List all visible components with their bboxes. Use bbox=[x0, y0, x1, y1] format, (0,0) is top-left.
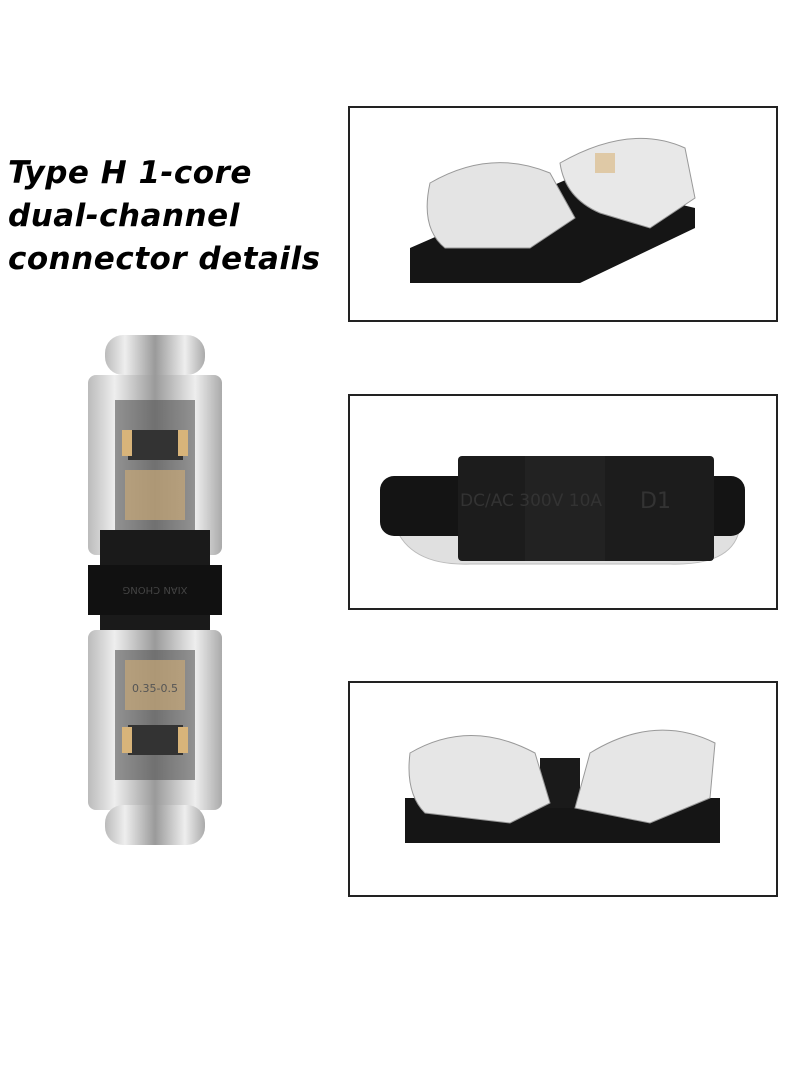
rating-marking: DC/AC 300V 10A bbox=[460, 491, 602, 511]
gauge-marking: 0.35-0.5 bbox=[132, 682, 178, 695]
code-marking: D1 bbox=[640, 489, 671, 514]
closed-side-view-frame: DC/AC 300V 10A D1 bbox=[348, 394, 778, 610]
connector-top-view-image: XIAN CHONG 0.35-0.5 bbox=[80, 330, 230, 850]
product-title: Type H 1-core dual-channel connector det… bbox=[8, 152, 321, 281]
open-front-view-frame bbox=[348, 681, 778, 897]
title-line-2: dual-channel bbox=[8, 198, 240, 234]
brand-marking: XIAN CHONG bbox=[123, 584, 188, 595]
title-line-1: Type H 1-core bbox=[8, 155, 252, 191]
title-line-3: connector details bbox=[8, 241, 321, 277]
open-angled-view-frame bbox=[348, 106, 778, 322]
